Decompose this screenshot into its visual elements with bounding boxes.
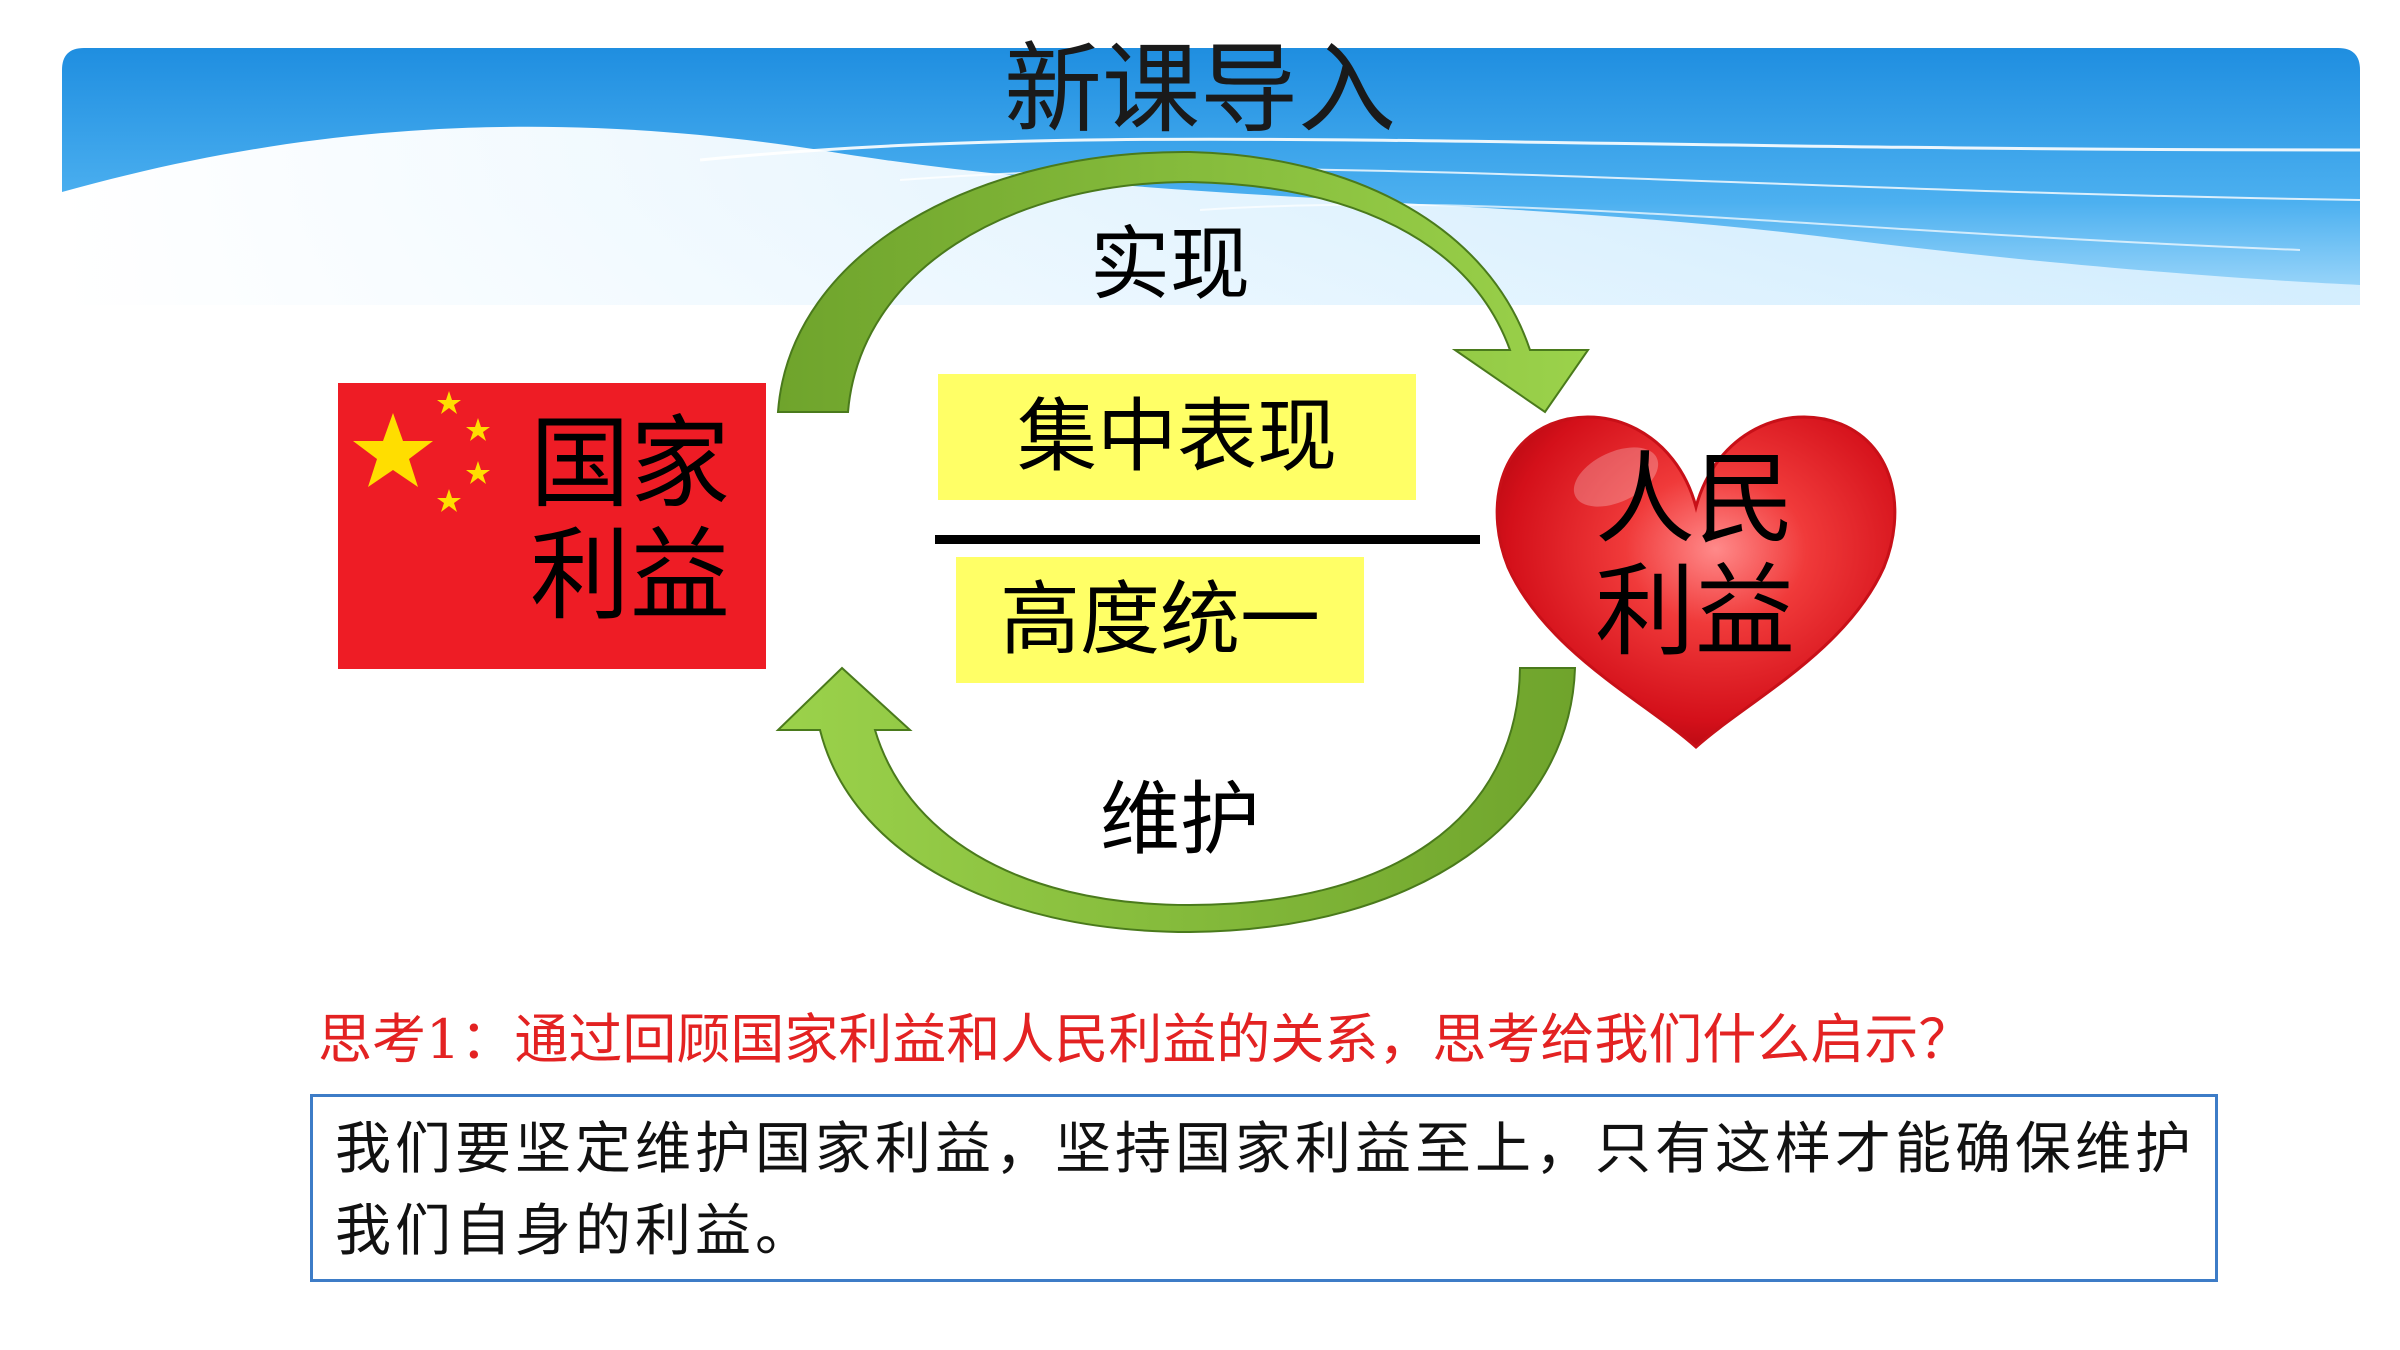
curved-arrow-left-icon: [775, 666, 1577, 934]
left-node-line2: 利益: [530, 517, 730, 634]
slide-title: 新课导入: [1003, 33, 1396, 147]
china-flag-icon: [338, 383, 766, 669]
right-node-line1: 人民: [1595, 441, 1795, 558]
bottom-arrow-label: 维护: [1100, 773, 1260, 866]
center-bottom-highlight: 高度统一: [956, 557, 1364, 683]
center-divider: [935, 535, 1480, 544]
left-node-line1: 国家: [530, 405, 730, 522]
answer-box: 我们要坚定维护国家利益，坚持国家利益至上，只有这样才能确保维护我们自身的利益。: [310, 1094, 2218, 1282]
left-node-label: 国家 利益: [520, 408, 740, 632]
right-node-line2: 利益: [1595, 553, 1795, 670]
center-top-highlight: 集中表现: [938, 374, 1416, 500]
question-text: 思考1：通过回顾国家利益和人民利益的关系，思考给我们什么启示？: [318, 1008, 1973, 1071]
answer-text: 我们要坚定维护国家利益，坚持国家利益至上，只有这样才能确保维护我们自身的利益。: [335, 1117, 2195, 1264]
curved-arrow-right-icon: [776, 150, 1590, 414]
right-node-label: 人民 利益: [1585, 444, 1805, 668]
top-arrow-label: 实现: [1090, 218, 1250, 311]
heart-icon: [1495, 415, 1897, 750]
